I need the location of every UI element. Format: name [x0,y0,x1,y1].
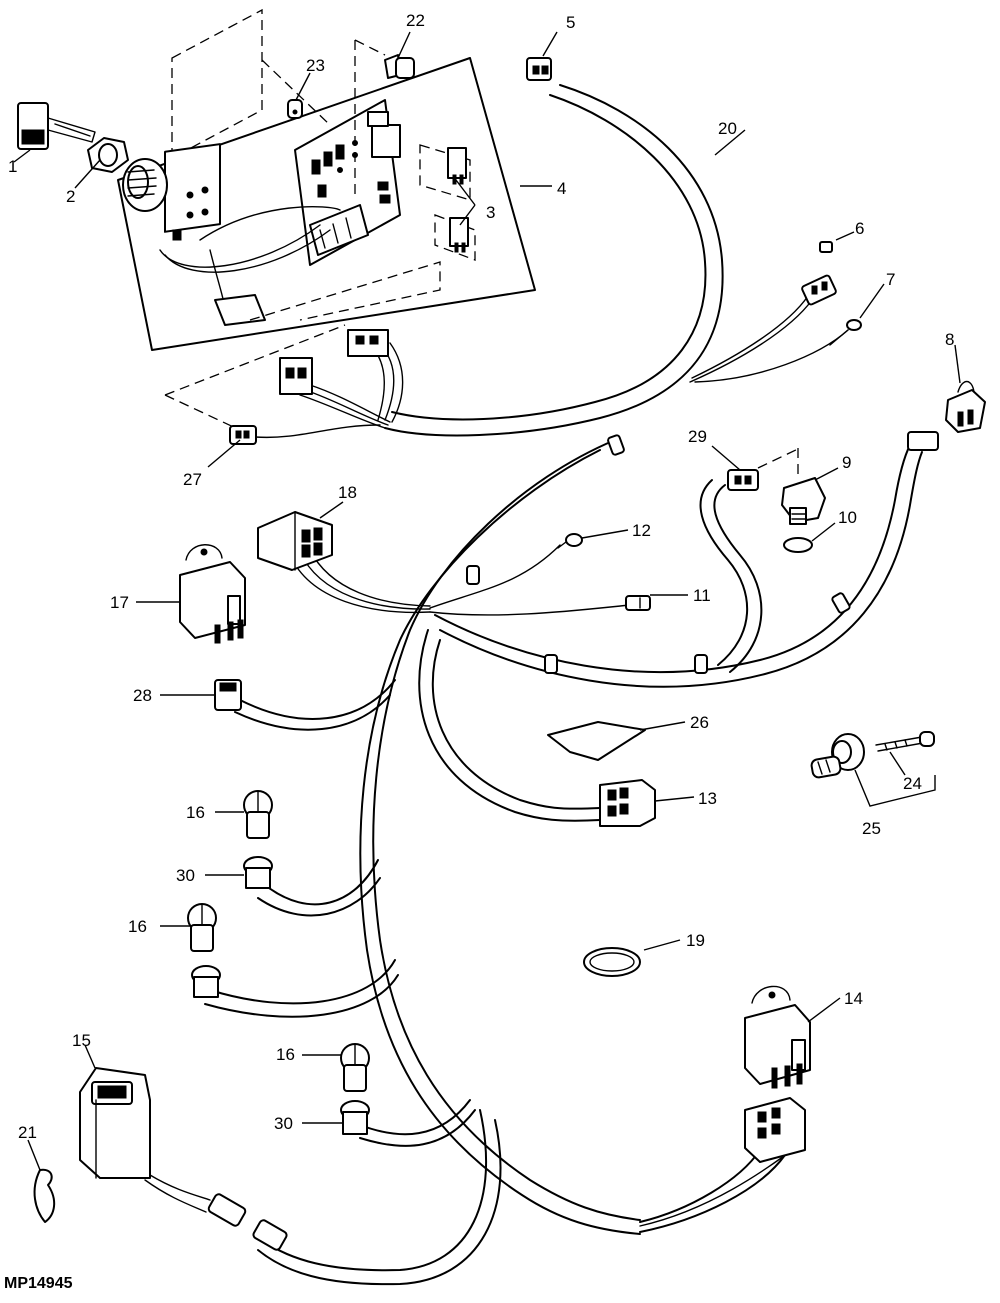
callout-6: 6 [855,219,864,238]
callout-9: 9 [842,453,851,472]
connector-8 [907,380,986,451]
ring-terminal [829,319,862,346]
callout-27: 27 [183,470,202,489]
callout-16-middle: 16 [128,917,147,936]
pressure-switch [781,477,826,525]
callout-22: 22 [406,11,425,30]
hour-meter [79,1067,151,1179]
bulb-16-lower [340,1043,370,1092]
leader-lines [13,31,961,1171]
bulb-socket-lower-left [191,965,221,998]
callout-3: 3 [486,203,495,222]
callout-8: 8 [945,330,954,349]
callout-23: 23 [306,56,325,75]
callout-26: 26 [690,713,709,732]
callout-labels: 1 2 3 4 5 6 7 8 9 10 11 12 13 14 15 16 1… [8,11,954,1142]
cable-clamp [583,947,641,977]
bulb-socket-30-lower [340,1100,370,1135]
bulb-16-middle [187,903,217,952]
connector-27 [229,425,257,445]
callout-18: 18 [338,483,357,502]
connector-11 [625,595,651,611]
cable-tie [33,1168,56,1223]
switch-nut [87,137,129,173]
callout-7: 7 [886,270,895,289]
callout-4: 4 [557,179,566,198]
connector-28 [214,679,242,711]
callout-24: 24 [903,774,922,793]
connector-5 [526,57,552,81]
callout-2: 2 [66,187,75,206]
callout-21: 21 [18,1123,37,1142]
connector-6 [801,241,837,306]
callout-28: 28 [133,686,152,705]
bottom-connector-pair [144,1174,288,1251]
callout-1: 1 [8,157,17,176]
figure-id: MP14945 [4,1275,73,1292]
callout-13: 13 [698,789,717,808]
module-harness-connectors [279,329,389,395]
rocker-switch-14 [744,985,811,1089]
temperature-sensor [810,733,865,779]
callout-25: 25 [862,819,881,838]
rocker-switch-17 [179,544,246,644]
callout-30-upper: 30 [176,866,195,885]
callout-16-upper: 16 [186,803,205,822]
callout-12: 12 [632,521,651,540]
connector-29 [727,447,801,491]
ignition-key [17,102,96,150]
ring-terminal-12 [557,533,583,549]
control-module-assembly [117,8,536,431]
sensor-screw [875,731,935,752]
callout-17: 17 [110,593,129,612]
callout-11: 11 [693,586,711,605]
connector-13 [599,779,656,827]
main-harness [204,84,923,1286]
callout-10: 10 [838,508,857,527]
bulb-16-upper [243,790,273,839]
callout-15: 15 [72,1031,91,1050]
callout-14: 14 [844,989,863,1008]
bulb-socket-30-upper [243,856,273,889]
connector-18 [257,511,333,571]
callout-19: 19 [686,931,705,950]
o-ring [783,537,813,553]
callout-29: 29 [688,427,707,446]
spacer [287,99,303,119]
mounting-screw [384,54,415,79]
callout-30-lower: 30 [274,1114,293,1133]
connector-14-plug [744,1097,806,1163]
callout-16-lower: 16 [276,1045,295,1064]
decal [547,721,646,761]
callout-20: 20 [718,119,737,138]
callout-5: 5 [566,13,575,32]
